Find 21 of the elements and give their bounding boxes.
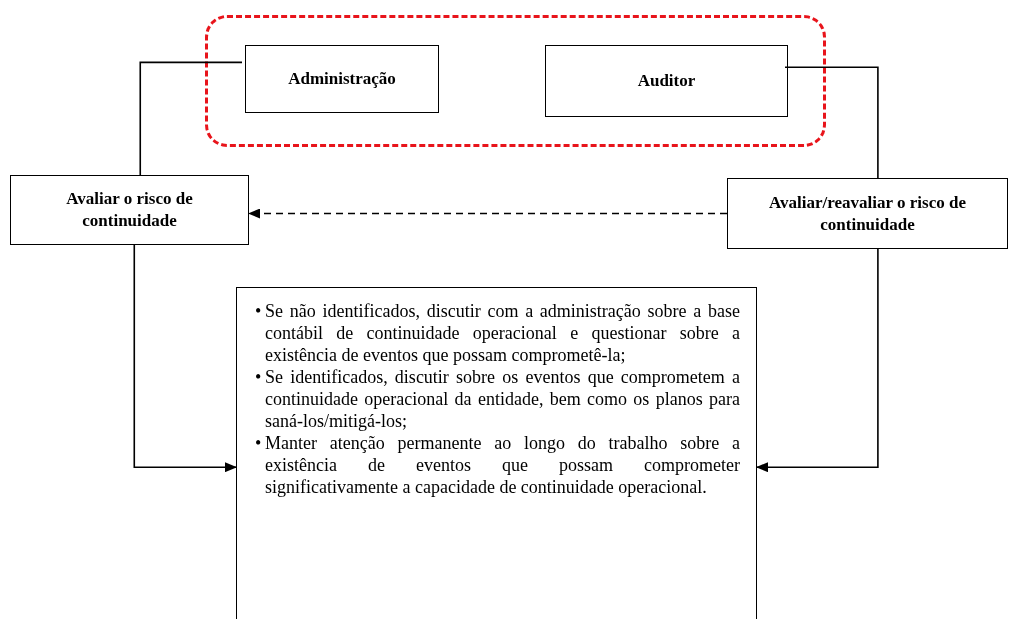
- bullet-marker: •: [255, 300, 263, 323]
- arrow: [133, 244, 237, 473]
- bullet-item: Manter atenção permanente ao longo do trabalho sobre a existência de eventos que possam comprometer significativamente a capacidade de continuidade operacional.: [265, 432, 740, 498]
- text-box: [236, 287, 757, 619]
- process-box: [10, 175, 249, 245]
- arrow: [756, 248, 879, 473]
- box-label: Avaliar o risco de continuidade: [65, 188, 194, 232]
- box-label: Avaliar/reavaliar o risco de continuidade: [768, 191, 967, 236]
- box-label: Administração: [288, 68, 396, 90]
- bullet-marker: •: [255, 366, 263, 389]
- arrow: [248, 208, 728, 219]
- bullet-item: Se identificados, discutir sobre os eventos que comprometem a continuidade operacional da entidade, bem como os planos para saná-los/mitigá-los;: [265, 366, 740, 432]
- bullet-item: Se não identificados, discutir com a administração sobre a base contábil de continuidade operacional e questionar sobre a existência de eventos que possam comprometê-la;: [265, 300, 740, 366]
- process-box: [727, 178, 1008, 249]
- box-label: Auditor: [637, 70, 696, 92]
- bullet-marker: •: [255, 432, 263, 455]
- dashed-group-frame: [205, 15, 826, 147]
- connector-line: [784, 66, 879, 179]
- process-box: [545, 45, 788, 117]
- process-box: [245, 45, 439, 113]
- connector-line: [139, 61, 243, 176]
